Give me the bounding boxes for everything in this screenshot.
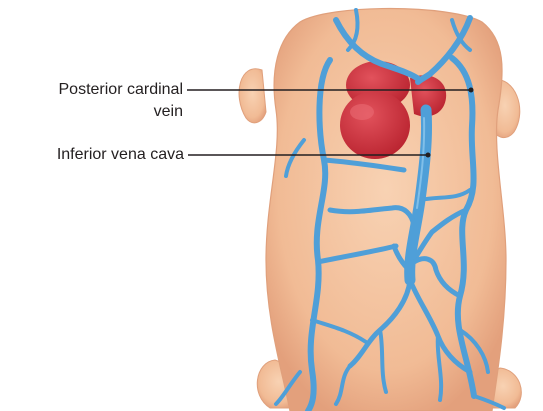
posterior-cardinal-leader-dot <box>469 88 474 93</box>
posterior-cardinal-vein-label: Posterior cardinal vein <box>0 79 183 123</box>
inferior-vena-cava-label: Inferior vena cava <box>0 144 184 166</box>
posterior-cardinal-label-line2: vein <box>154 103 183 120</box>
posterior-cardinal-label-line1: Posterior cardinal <box>59 81 184 98</box>
inferior-vena-cava-label-text: Inferior vena cava <box>57 146 184 163</box>
ivc-leader-dot <box>426 153 431 158</box>
left-limb-bud <box>239 69 266 123</box>
